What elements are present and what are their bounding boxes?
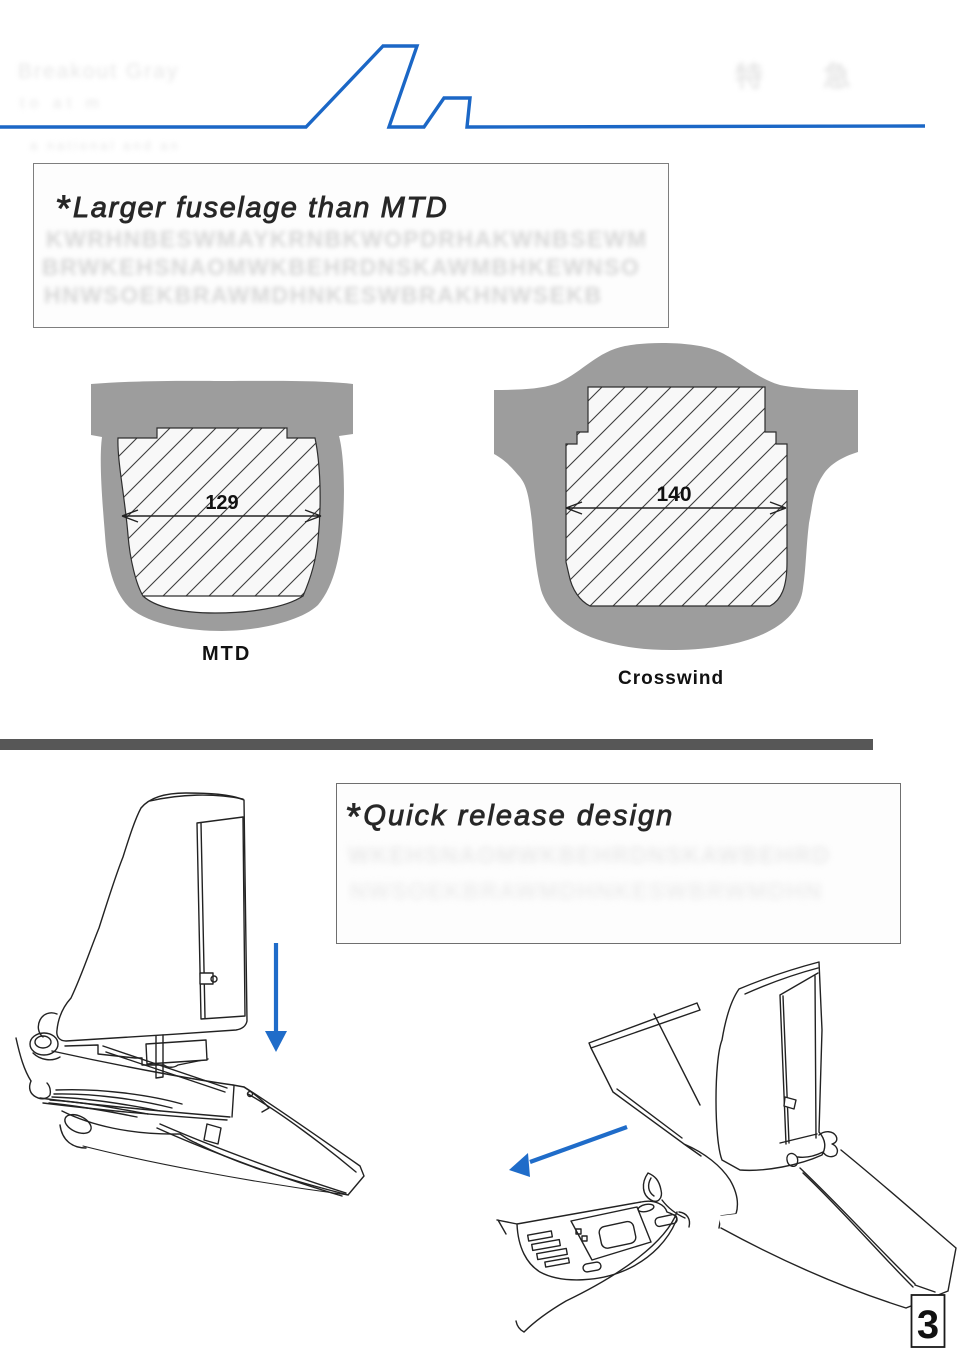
svg-text:3: 3	[917, 1303, 939, 1347]
svg-text:140: 140	[656, 483, 691, 506]
svg-text:129: 129	[205, 492, 238, 514]
